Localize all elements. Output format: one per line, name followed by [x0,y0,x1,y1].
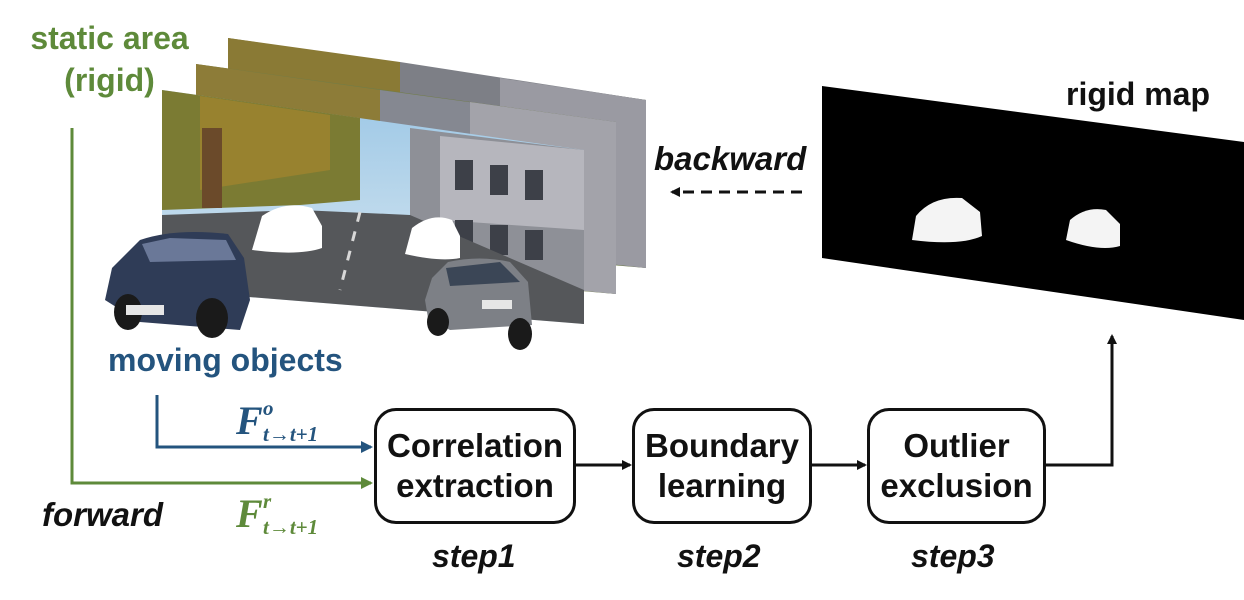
step3-box: Outlier exclusion [867,408,1046,524]
step3-line2: exclusion [880,467,1033,504]
static-area-line1: static area [30,20,189,56]
rigid-flow-arrow [70,128,373,489]
rigid-flow-sup: r [263,489,272,513]
moving-car-left [105,232,250,338]
object-flow-arrow [155,395,373,453]
arrow-step3-rigid-map [1046,334,1117,467]
rigid-flow-sub: t→t+1 [263,515,319,539]
step2-line2: learning [657,467,787,504]
moving-car-right [425,258,532,350]
step1-line2: extraction [396,467,554,504]
moving-objects-label: moving objects [108,342,343,378]
frame-stack [105,38,646,350]
object-flow-label: F o t→t+1 [236,396,318,446]
rigid-flow-label: F r t→t+1 [236,489,318,539]
step1-box: Correlation extraction [374,408,576,524]
step2-caption: step2 [677,538,761,574]
step3-line1: Outlier [903,426,1010,464]
forward-label: forward [42,496,164,533]
step2-box: Boundary learning [632,408,812,524]
object-flow-sup: o [263,396,274,420]
object-flow-sub: t→t+1 [263,422,319,446]
static-area-line2: (rigid) [64,62,155,98]
rigid-map-label: rigid map [1066,76,1211,112]
backward-label: backward [654,140,807,177]
rigid-flow-base: F [236,491,263,536]
rigid-map-image [822,86,1244,320]
object-flow-base: F [236,398,263,443]
step1-line1: Correlation [386,426,564,464]
step1-caption: step1 [432,538,516,574]
step3-caption: step3 [911,538,995,574]
static-area-label: static area (rigid) [22,22,197,96]
step2-line1: Boundary [644,426,799,464]
